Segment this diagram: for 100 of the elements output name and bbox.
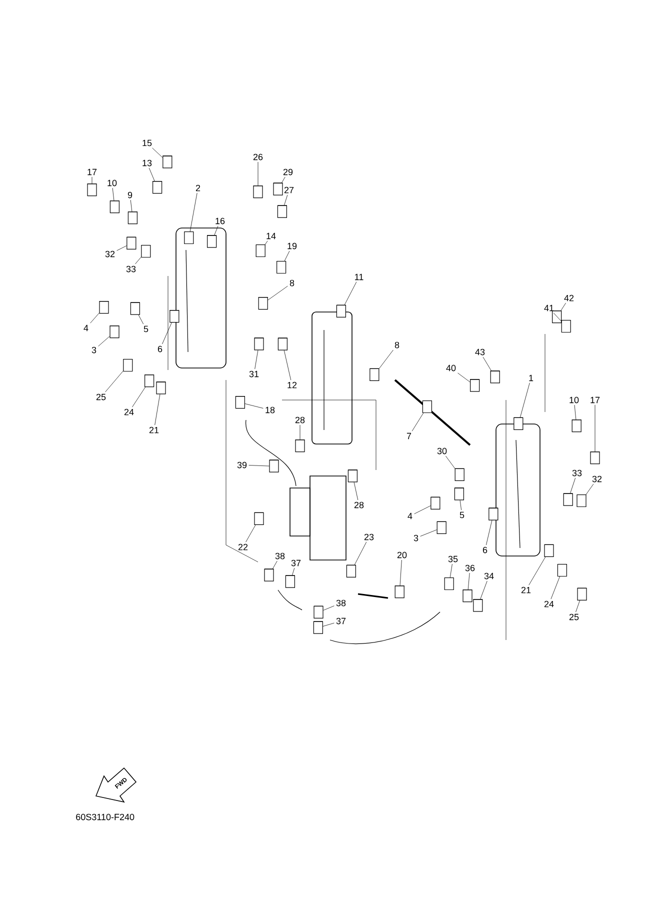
part-drawing — [488, 508, 498, 520]
callout-number: 23 — [364, 534, 374, 540]
callout-number: 41 — [544, 304, 554, 312]
part-drawing — [514, 417, 524, 430]
callout-number: 10 — [570, 396, 579, 404]
callout-number: 34 — [484, 572, 494, 580]
leader-line — [594, 404, 596, 452]
part-drawing — [110, 326, 120, 338]
callout-number: 1 — [529, 374, 534, 382]
part-drawing — [454, 468, 464, 481]
leader-line — [272, 560, 278, 570]
part-drawing — [123, 358, 133, 372]
callout-number: 17 — [88, 168, 97, 176]
part-drawing — [256, 244, 266, 258]
part-drawing — [454, 488, 464, 500]
part-drawing — [87, 184, 97, 196]
callout-number: 7 — [406, 432, 412, 440]
leader-line — [132, 386, 146, 408]
part-drawing — [577, 588, 587, 600]
part-drawing — [490, 370, 500, 384]
leader-line — [284, 250, 290, 262]
part-drawing — [285, 575, 295, 588]
callout-number: 11 — [355, 274, 364, 280]
part-drawing — [473, 599, 483, 612]
leader-line — [344, 282, 357, 306]
callout-number: 6 — [482, 546, 488, 554]
leader-line — [520, 382, 530, 418]
leader-line — [400, 560, 402, 586]
callout-number: 17 — [590, 396, 600, 404]
callout-number: 2 — [196, 184, 200, 192]
part-drawing — [99, 301, 109, 314]
part-drawing — [253, 186, 263, 198]
callout-number: 21 — [149, 426, 159, 434]
callout-number: 19 — [288, 242, 297, 250]
leader-line — [576, 600, 580, 612]
callout-number: 43 — [475, 348, 485, 356]
leader-line — [468, 572, 470, 590]
leader-line — [98, 336, 110, 346]
leader-line — [354, 482, 358, 500]
leader-line — [268, 286, 288, 300]
callout-number: 13 — [142, 160, 152, 166]
callout-number: 33 — [126, 266, 136, 272]
part-drawing — [110, 200, 120, 214]
part-drawing — [544, 544, 554, 557]
callout-number: 5 — [144, 326, 148, 332]
part-drawing — [557, 564, 567, 577]
leader-line — [138, 314, 144, 324]
callout-number: 6 — [158, 346, 162, 352]
diagram-code: 60S3110-F240 — [76, 814, 134, 820]
part-drawing — [576, 494, 586, 508]
leader-line — [282, 176, 286, 184]
part-drawing — [276, 260, 286, 274]
leader-line — [560, 302, 566, 311]
part-drawing — [258, 297, 268, 310]
callout-number: 15 — [142, 140, 152, 146]
callout-number: 33 — [572, 470, 582, 476]
leader-line — [135, 256, 142, 264]
callout-number: 22 — [238, 544, 248, 550]
part-drawing — [370, 368, 380, 381]
callout-number: 42 — [564, 294, 574, 302]
callout-number: 32 — [592, 476, 602, 482]
callout-number: 25 — [96, 394, 106, 400]
leader-line — [570, 478, 576, 494]
leader-line — [116, 246, 127, 251]
leader-line — [480, 580, 488, 600]
part-drawing — [170, 310, 180, 323]
part-drawing — [314, 606, 324, 618]
callout-number: 29 — [283, 168, 293, 176]
callout-number: 8 — [394, 342, 400, 348]
callout-number: 3 — [92, 346, 96, 354]
leader-line — [244, 404, 264, 408]
part-drawing — [126, 236, 136, 250]
leader-line — [264, 240, 268, 245]
leader-line — [420, 530, 437, 536]
callout-number: 31 — [249, 370, 259, 378]
part-drawing — [394, 586, 404, 598]
part-drawing — [207, 235, 217, 248]
leader-line — [550, 576, 560, 600]
callout-number: 36 — [465, 564, 475, 572]
leader-line — [154, 394, 160, 426]
leader-line — [246, 524, 256, 542]
callout-number: 25 — [569, 614, 579, 620]
callout-number: 4 — [408, 512, 412, 520]
part-drawing — [348, 470, 358, 482]
leader-line — [446, 456, 456, 469]
part-drawing — [152, 181, 162, 194]
leader-line — [586, 484, 594, 495]
callout-number: 12 — [288, 382, 297, 388]
callout-number: 5 — [460, 512, 464, 518]
part-drawing — [430, 496, 440, 510]
part-drawing — [273, 182, 283, 196]
callout-number: 8 — [290, 280, 294, 286]
part-drawing — [590, 452, 600, 464]
callout-number: 24 — [544, 600, 554, 608]
leader-line — [214, 226, 218, 236]
callout-number: 9 — [128, 192, 132, 198]
part-drawing — [470, 379, 480, 392]
part-drawing — [572, 420, 582, 432]
callout-number: 37 — [336, 618, 346, 624]
leader-line — [354, 542, 367, 566]
